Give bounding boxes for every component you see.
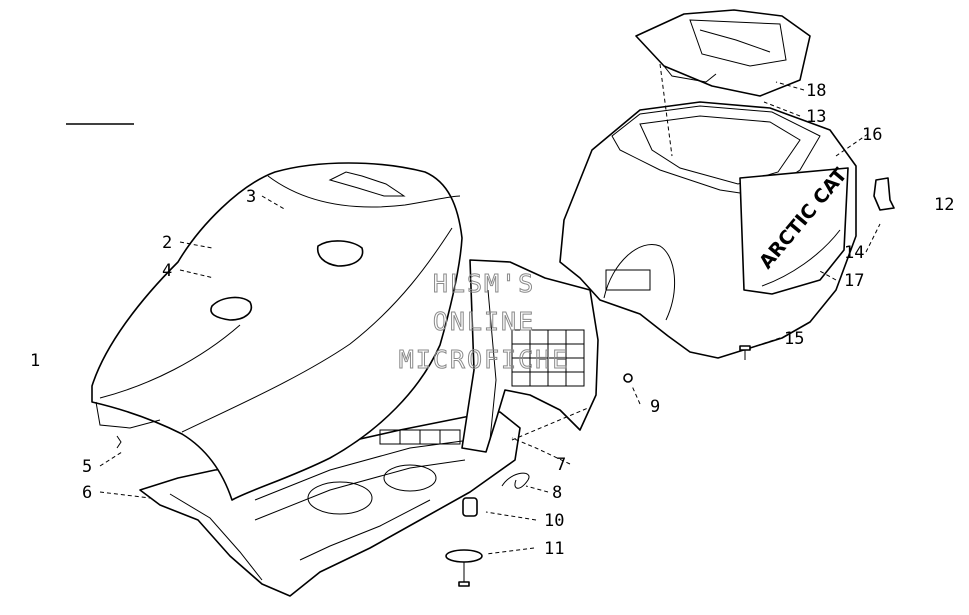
watermark-line-2: ONLINE bbox=[433, 307, 535, 336]
callout-1: 1 bbox=[30, 351, 40, 371]
callout-7: 7 bbox=[556, 455, 566, 475]
callout-2: 2 bbox=[162, 233, 172, 253]
bracket-8 bbox=[501, 472, 530, 489]
callout-8: 8 bbox=[552, 483, 562, 503]
pin-5 bbox=[116, 435, 122, 449]
watermark: HLSM'S ONLINE MICROFICHE bbox=[398, 269, 570, 375]
leader-lines bbox=[99, 63, 881, 555]
latch-part bbox=[873, 177, 895, 211]
callout-5: 5 bbox=[82, 457, 92, 477]
callout-14: 14 bbox=[844, 243, 864, 263]
callout-10: 10 bbox=[544, 511, 564, 531]
storage-lid bbox=[635, 9, 811, 97]
callout-3: 3 bbox=[246, 187, 256, 207]
watermark-line-3: MICROFICHE bbox=[399, 345, 570, 374]
screw-15 bbox=[739, 345, 751, 360]
callout-12: 12 bbox=[934, 195, 954, 215]
side-panel bbox=[461, 259, 599, 453]
callout-9: 9 bbox=[650, 397, 660, 417]
watermark-line-1: HLSM'S bbox=[433, 269, 535, 298]
callout-16: 16 bbox=[862, 125, 882, 145]
callout-13: 13 bbox=[806, 107, 826, 127]
callout-11: 11 bbox=[544, 539, 564, 559]
callout-17: 17 bbox=[844, 271, 864, 291]
callout-15: 15 bbox=[784, 329, 804, 349]
callout-18: 18 bbox=[806, 81, 826, 101]
seat-cushion bbox=[91, 162, 463, 501]
washer-11 bbox=[445, 549, 483, 587]
callout-4: 4 bbox=[162, 261, 172, 281]
callout-6: 6 bbox=[82, 483, 92, 503]
storage-box bbox=[559, 101, 857, 359]
callouts: 1 2 3 4 5 6 7 8 9 10 11 12 13 14 15 16 1… bbox=[30, 81, 954, 559]
grommet-10 bbox=[462, 497, 478, 517]
fastener-9 bbox=[623, 373, 633, 383]
